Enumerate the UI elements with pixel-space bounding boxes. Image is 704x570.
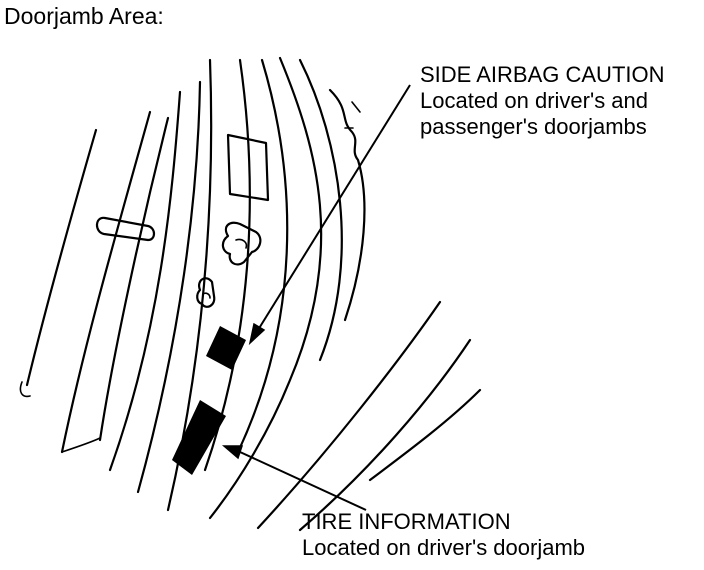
tire-leader-arrow: [221, 445, 367, 511]
tire-callout-heading: TIRE INFORMATION: [302, 509, 511, 534]
airbag-caution-label: [206, 326, 246, 370]
door-striker: [95, 216, 156, 242]
tire-callout-detail: Located on driver's doorjamb: [302, 535, 586, 560]
striker-bracket: [221, 221, 262, 266]
tire-information-label: [172, 400, 226, 475]
airbag-callout: SIDE AIRBAG CAUTION Located on driver's …: [420, 62, 665, 140]
hinge-cover: [196, 277, 216, 308]
pillar-plate: [226, 133, 270, 202]
airbag-callout-heading: SIDE AIRBAG CAUTION: [420, 62, 665, 87]
tire-callout: TIRE INFORMATION Located on driver's doo…: [302, 509, 585, 561]
page-title: Doorjamb Area:: [4, 3, 164, 29]
weatherstrip: [328, 88, 366, 322]
airbag-leader-arrow: [248, 84, 411, 346]
airbag-callout-detail-1: Located on driver's and: [420, 88, 649, 113]
door-sill: [256, 300, 482, 532]
airbag-callout-detail-2: passenger's doorjambs: [420, 114, 647, 139]
door-edge-panel: [19, 110, 170, 454]
